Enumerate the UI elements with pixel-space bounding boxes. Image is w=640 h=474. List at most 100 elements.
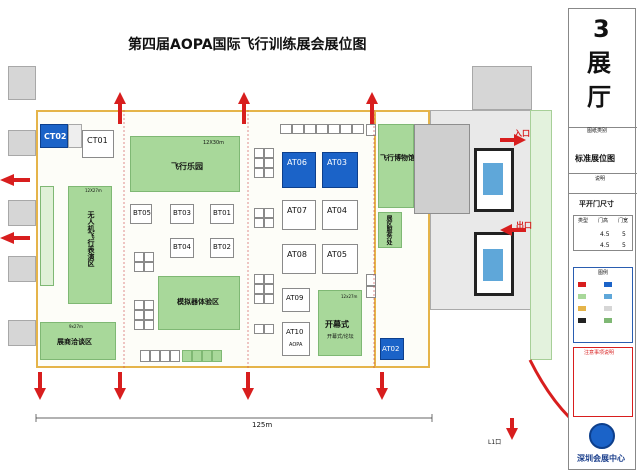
booth-small[interactable] — [254, 158, 264, 168]
booth-at10[interactable]: AT10 AOPA — [282, 322, 310, 356]
booth-at08-label: AT08 — [287, 250, 307, 259]
booth-small[interactable] — [254, 324, 264, 334]
logo-text: 深圳会展中心 — [577, 454, 625, 463]
booth-small[interactable] — [254, 284, 264, 294]
booth-at03-label: AT03 — [327, 158, 347, 167]
booth-small[interactable] — [264, 274, 274, 284]
zone-uav-area: 12X27m — [85, 188, 102, 193]
zone-negotiation-label: 展商洽谈区 — [57, 338, 92, 346]
zone-uav-left — [40, 186, 54, 286]
booth-small[interactable] — [254, 148, 264, 158]
booth-small[interactable] — [134, 252, 144, 262]
booth-small[interactable] — [144, 252, 154, 262]
zone-negotiation-area: 9x27m — [69, 324, 83, 329]
booth-small[interactable] — [140, 350, 150, 362]
booth-bt05[interactable]: BT05 — [130, 204, 152, 224]
booth-small[interactable] — [170, 350, 180, 362]
booth-small[interactable] — [144, 262, 154, 272]
booth-small[interactable] — [134, 310, 144, 320]
restroom-icon — [483, 163, 503, 195]
booth-small-green[interactable] — [202, 350, 212, 362]
booth-small[interactable] — [264, 158, 274, 168]
booth-small[interactable] — [254, 208, 264, 218]
booth-bt03[interactable]: BT03 — [170, 204, 194, 224]
booth-small[interactable] — [150, 350, 160, 362]
arrow-top-2 — [238, 92, 250, 124]
zone-simulator[interactable]: 模拟器体验区 — [158, 276, 240, 330]
booth-at08[interactable]: AT08 — [282, 244, 316, 274]
restroom-bottom — [474, 232, 514, 296]
booth-small[interactable] — [254, 168, 264, 178]
zone-ct01-label: CT01 — [87, 136, 108, 145]
hall-char-1: 展 — [587, 49, 611, 77]
booth-small[interactable] — [134, 300, 144, 310]
booth-at09[interactable]: AT09 — [282, 288, 310, 312]
booth-at07[interactable]: AT07 — [282, 200, 316, 230]
booth-small-green[interactable] — [212, 350, 222, 362]
booth-small[interactable] — [264, 218, 274, 228]
booth-small[interactable] — [254, 218, 264, 228]
booth-at03[interactable]: AT03 — [322, 152, 358, 188]
booth-small[interactable] — [366, 274, 376, 286]
building-block-left-1 — [8, 66, 36, 100]
zone-at02[interactable]: AT02 — [380, 338, 404, 360]
restroom-top — [474, 148, 514, 212]
booth-small[interactable] — [340, 124, 352, 134]
booth-small[interactable] — [366, 124, 376, 136]
booth-bt04-label: BT04 — [173, 243, 191, 251]
booth-bt02[interactable]: BT02 — [210, 238, 234, 258]
booth-small[interactable] — [134, 262, 144, 272]
booth-column-a-right — [366, 124, 376, 354]
zone-flight-park[interactable]: 12X30m 飞行乐园 — [130, 136, 240, 192]
arrow-bottom-3 — [242, 372, 254, 400]
booth-small-green[interactable] — [182, 350, 192, 362]
dimension-label: 125m — [252, 421, 273, 429]
divider — [569, 127, 637, 128]
booth-small[interactable] — [264, 208, 274, 218]
booth-small[interactable] — [144, 320, 154, 330]
booth-small[interactable] — [264, 168, 274, 178]
booth-small[interactable] — [254, 294, 264, 304]
zone-museum[interactable]: 飞行博物馆 — [378, 124, 415, 208]
booth-small[interactable] — [264, 294, 274, 304]
booth-small-green[interactable] — [192, 350, 202, 362]
booth-small[interactable] — [328, 124, 340, 134]
booth-small[interactable] — [254, 274, 264, 284]
zone-uav-demo[interactable]: 12X27m 无人机飞行表演区 — [68, 186, 112, 304]
booth-small[interactable] — [264, 148, 274, 158]
booth-small[interactable] — [366, 286, 376, 298]
zone-opening[interactable]: 12x27m 开幕式 开幕式/论坛 — [318, 290, 362, 356]
arrow-exit — [500, 224, 526, 236]
booth-small[interactable] — [352, 124, 364, 134]
booth-at06[interactable]: AT06 — [282, 152, 316, 188]
booth-small[interactable] — [144, 310, 154, 320]
booth-small[interactable] — [144, 300, 154, 310]
booth-at05[interactable]: AT05 — [322, 244, 358, 274]
notes-label: 说明 — [595, 176, 606, 182]
drawing-type-label: 图纸类别 — [587, 128, 608, 134]
door-col-type: 类型 — [578, 218, 589, 224]
legend-swatch — [604, 294, 612, 299]
booth-small[interactable] — [264, 284, 274, 294]
booth-small[interactable] — [280, 124, 292, 134]
divider — [569, 193, 637, 194]
booth-small[interactable] — [292, 124, 304, 134]
booth-bt01[interactable]: BT01 — [210, 204, 234, 224]
booth-small[interactable] — [316, 124, 328, 134]
arrow-top-3 — [366, 92, 378, 124]
door-col-height: 门高 — [598, 218, 609, 224]
logo-emblem — [589, 423, 615, 449]
zone-negotiation[interactable]: 9x27m 展商洽谈区 — [40, 322, 116, 360]
zone-reserved[interactable]: 展区服务处 — [378, 212, 402, 248]
booth-small[interactable] — [160, 350, 170, 362]
booth-at04[interactable]: AT04 — [322, 200, 358, 230]
booth-bt04[interactable]: BT04 — [170, 238, 194, 258]
zone-ct02[interactable]: CT02 — [40, 124, 68, 148]
booth-small[interactable] — [134, 320, 144, 330]
booth-small[interactable] — [264, 324, 274, 334]
right-building-top — [472, 66, 532, 110]
booth-small[interactable] — [304, 124, 316, 134]
zone-ct01[interactable]: CT01 — [82, 130, 114, 158]
booth-at10-label: AT10 — [286, 328, 304, 336]
